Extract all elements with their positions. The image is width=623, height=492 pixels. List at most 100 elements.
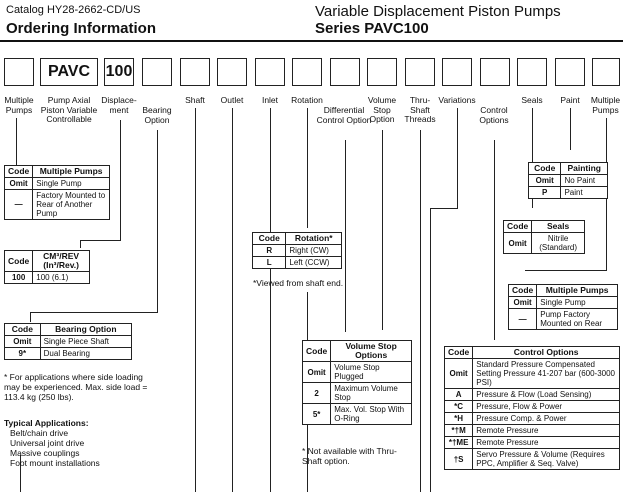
table-header-code: Code xyxy=(507,284,538,297)
list-item: Foot mount installations xyxy=(10,458,100,468)
leader-line-bearing-h xyxy=(30,312,158,313)
table-cell: Pressure Comp. & Power xyxy=(472,412,620,425)
section-title: Ordering Information xyxy=(6,20,156,37)
table-header-desc: Control Options xyxy=(472,346,620,359)
label-shaft: Shaft xyxy=(185,95,205,105)
leader-line-thru-shaft xyxy=(420,130,421,492)
table-cell: Omit xyxy=(527,174,562,187)
label-rotation: Rotation xyxy=(291,95,323,105)
list-item: Massive couplings xyxy=(10,448,80,458)
table-cell: Standard Pressure Compensated Setting Pr… xyxy=(472,358,620,389)
table-cell: Omit xyxy=(301,361,332,383)
table-cell: *C xyxy=(443,400,474,413)
table-cell: Single Pump xyxy=(32,177,110,190)
catalog-number: Catalog HY28-2662-CD/US xyxy=(6,4,141,16)
table-cell: R xyxy=(251,244,287,257)
table-header-code: Code xyxy=(527,162,562,175)
label-control-options: Control Options xyxy=(479,105,509,125)
leader-line-outlet xyxy=(232,108,233,492)
leader-line-seals xyxy=(532,108,533,208)
table-header-code: Code xyxy=(3,250,34,272)
table-header-desc: CM³/REV (In³/Rev.) xyxy=(32,250,90,272)
typical-applications-title: Typical Applications: xyxy=(4,418,89,428)
label-outlet: Outlet xyxy=(220,95,244,105)
table-cell: Maximum Volume Stop xyxy=(330,382,412,404)
table-cell: Pressure & Flow (Load Sensing) xyxy=(472,388,620,401)
code-box-thru-shaft xyxy=(405,58,435,86)
table-cell: *†ME xyxy=(443,436,474,449)
label-bearing-option: Bearing Option xyxy=(142,105,172,125)
code-box-multiple-pumps-right xyxy=(592,58,620,86)
code-box-displacement: 100 xyxy=(104,58,134,86)
table-cell: Single Piece Shaft xyxy=(39,335,133,348)
table-cell: Volume Stop Plugged xyxy=(330,361,412,383)
table-cell: 2 xyxy=(301,382,332,404)
table-row: —Factory Mounted to Rear of Another Pump xyxy=(3,189,110,220)
table-header-code: Code xyxy=(301,340,332,362)
table-cell: No Paint xyxy=(560,174,608,187)
table-row: 9*Dual Bearing xyxy=(4,347,133,360)
table-header-desc: Volume Stop Options xyxy=(330,340,412,362)
leader-line-bearing-drop xyxy=(30,312,31,322)
code-box-multiple-pumps xyxy=(4,58,34,86)
table-cell: Right (CW) xyxy=(285,244,342,257)
table-header-code: Code xyxy=(443,346,474,359)
table-cell: *H xyxy=(443,412,474,425)
table-cell: Omit xyxy=(507,296,538,309)
typical-applications: Typical Applications: Belt/chain drive U… xyxy=(4,418,154,468)
table-header-code: Code xyxy=(251,232,287,245)
code-box-shaft xyxy=(180,58,210,86)
table-cell: Max. Vol. Stop With O-Ring xyxy=(330,403,412,425)
table-cell: Dual Bearing xyxy=(39,347,133,360)
leader-line-paint xyxy=(570,108,571,150)
label-seals: Seals xyxy=(521,95,543,105)
leader-line-control xyxy=(494,140,495,340)
bearing-note: * For applications where side loading ma… xyxy=(4,372,148,402)
leader-line-variations-h xyxy=(430,208,458,209)
table-cell: 100 (6.1) xyxy=(32,271,90,284)
leader-line-inlet xyxy=(270,108,271,492)
label-variations: Variations xyxy=(438,95,476,105)
table-header-code: Code xyxy=(4,323,41,336)
table-cell: L xyxy=(251,256,287,269)
table-row: —Pump Factory Mounted on Rear xyxy=(507,308,618,330)
code-box-paint xyxy=(555,58,585,86)
table-cell: Pressure, Flow & Power xyxy=(472,400,620,413)
volume-stop-note: * Not available with Thru-Shaft option. xyxy=(302,446,397,466)
code-box-volume-stop xyxy=(367,58,397,86)
table-header-desc: Multiple Pumps xyxy=(32,165,110,178)
table-cell: *†M xyxy=(443,424,474,437)
table-cell: Paint xyxy=(560,186,608,199)
label-thru-shaft: Thru- Shaft Threads xyxy=(404,95,436,124)
table-cell: — xyxy=(3,189,34,220)
table-cell: Omit xyxy=(502,232,533,254)
table-row: 5*Max. Vol. Stop With O-Ring xyxy=(301,403,412,425)
leader-line-shaft xyxy=(195,108,196,492)
table-cell: Left (CCW) xyxy=(285,256,342,269)
table-cell: 9* xyxy=(4,347,41,360)
code-box-outlet xyxy=(217,58,247,86)
table-cell: Single Pump xyxy=(536,296,618,309)
leader-line-multiple-pumps xyxy=(16,118,17,166)
label-inlet: Inlet xyxy=(261,95,279,105)
list-item: Belt/chain drive xyxy=(10,428,69,438)
table-header-code: Code xyxy=(3,165,34,178)
table-cell: Remote Pressure xyxy=(472,436,620,449)
code-box-rotation xyxy=(292,58,322,86)
table-header-desc: Painting xyxy=(560,162,608,175)
table-cell: Pump Factory Mounted on Rear xyxy=(536,308,618,330)
